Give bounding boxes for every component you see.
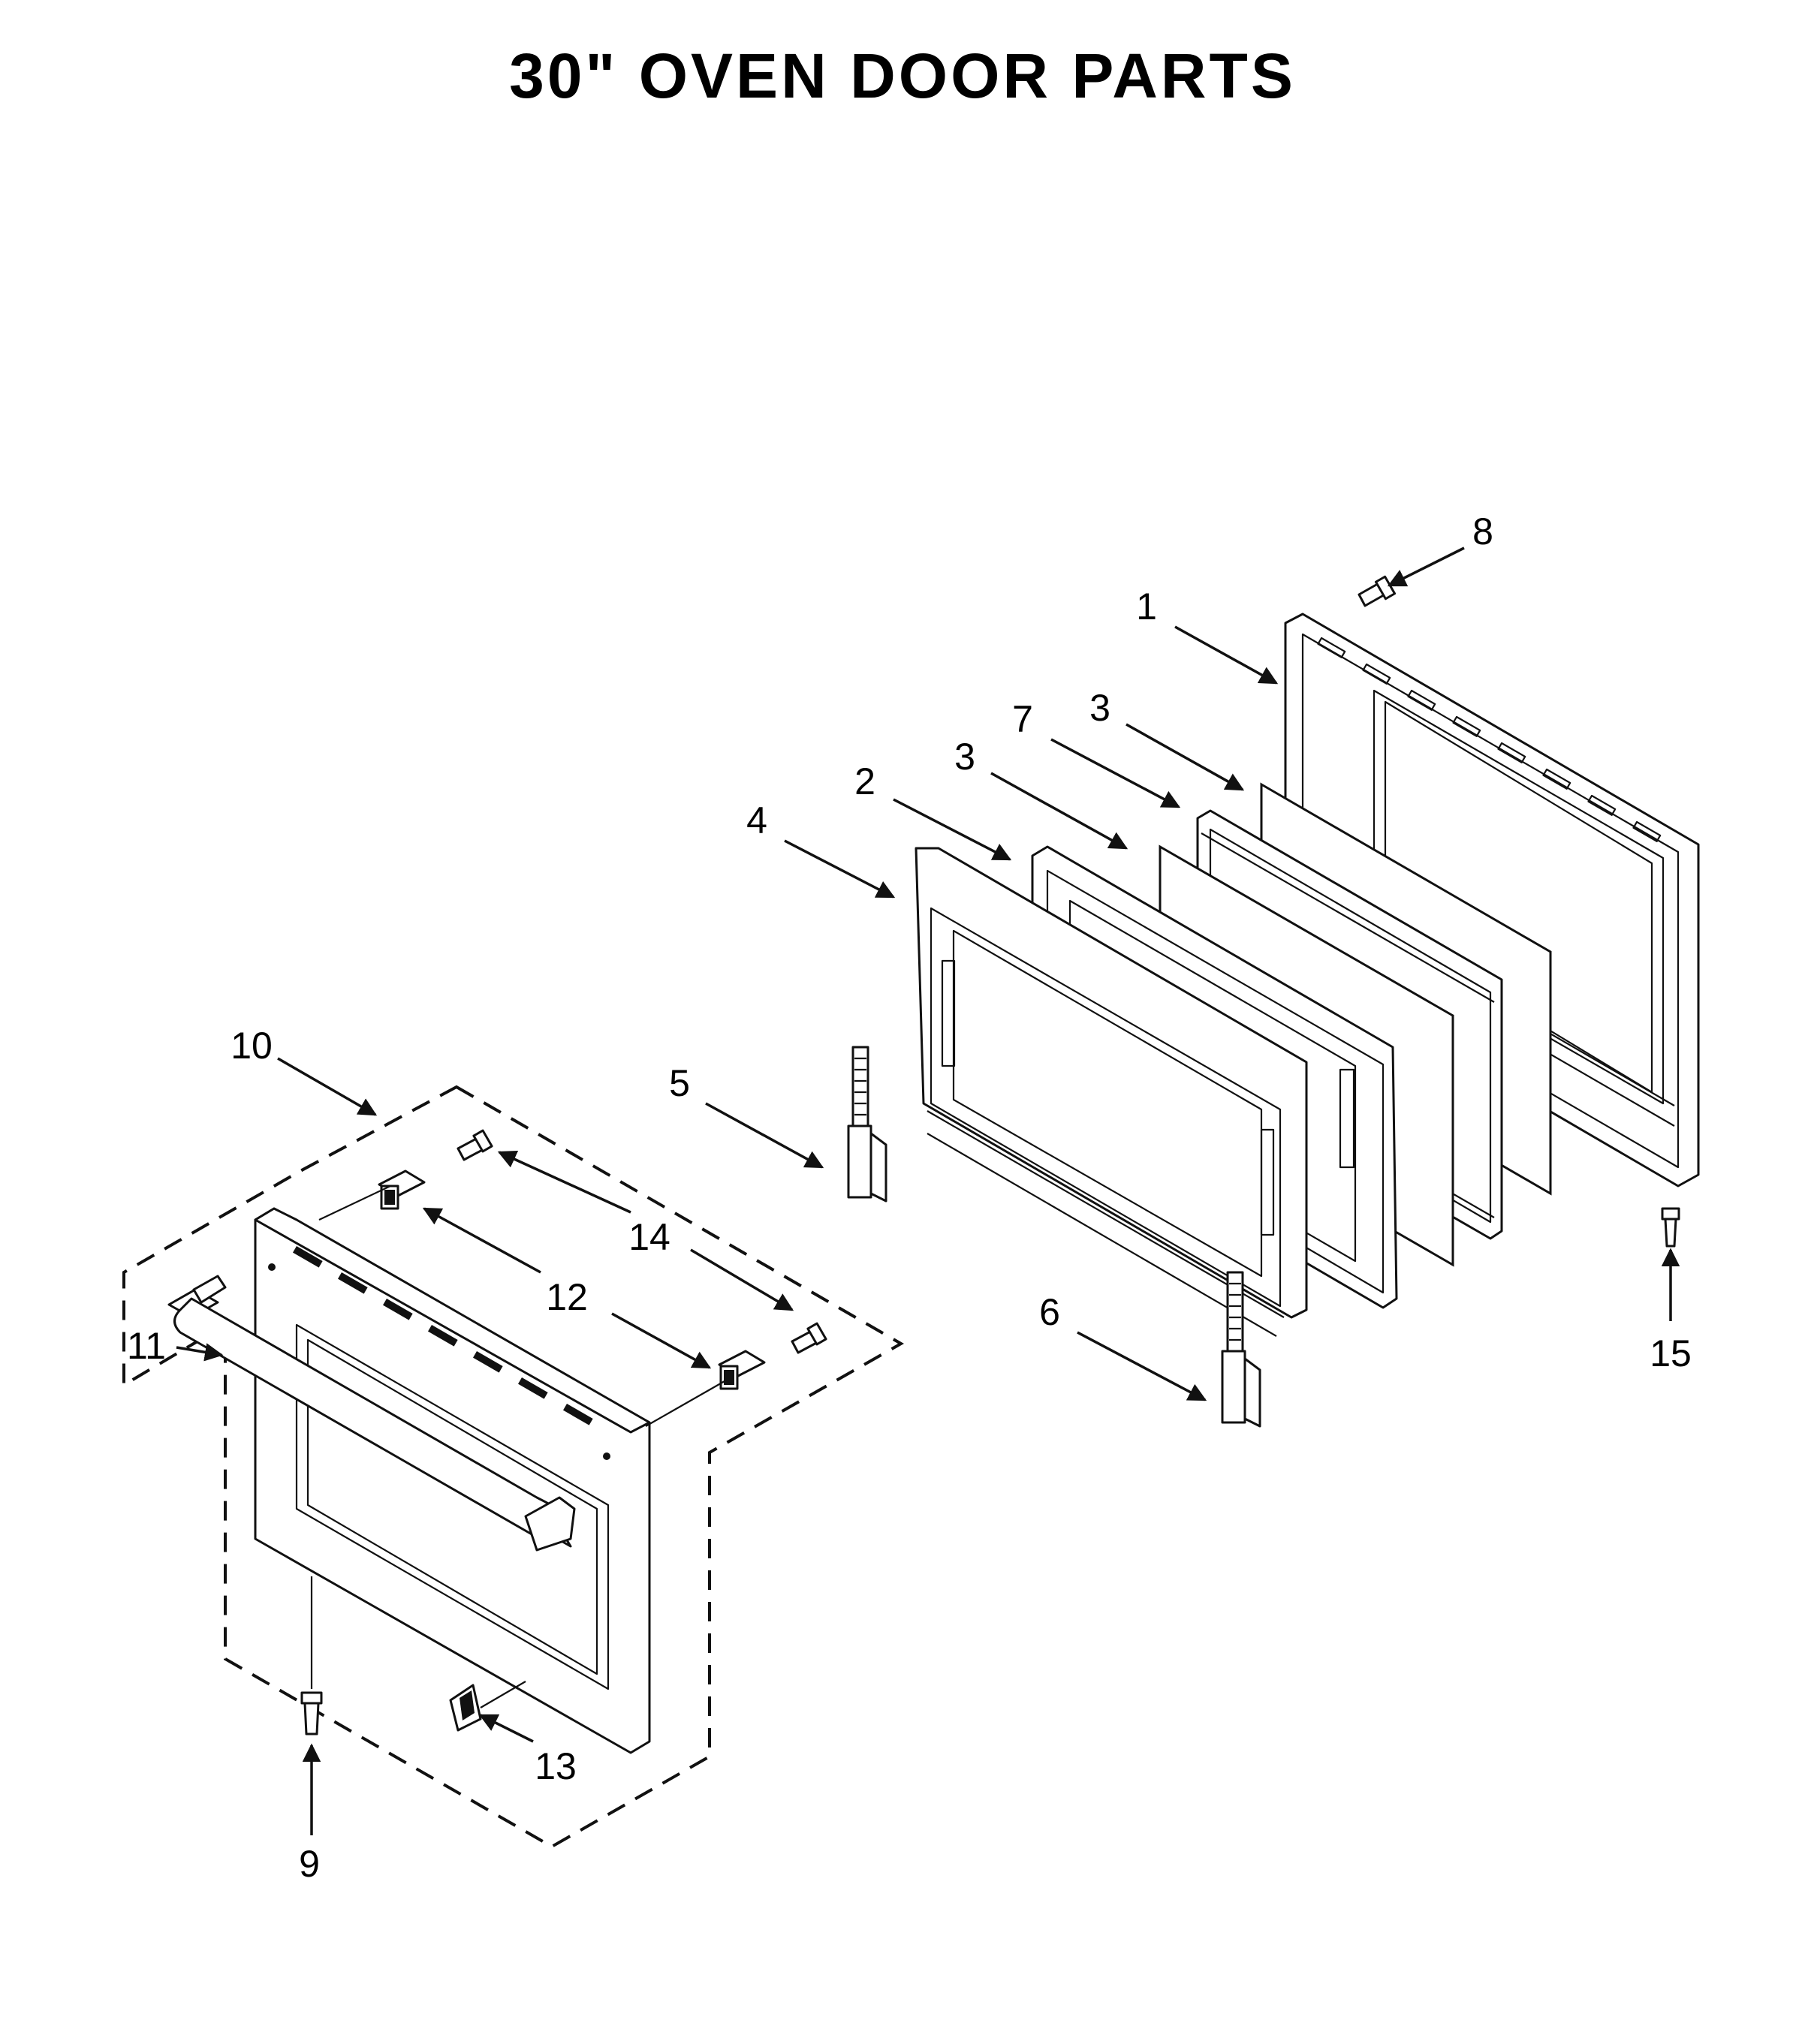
leader-arrow-14b bbox=[690, 1248, 794, 1311]
part-13-clip bbox=[449, 1684, 482, 1732]
leader-arrow-1 bbox=[1174, 625, 1279, 685]
leader-arrow-2 bbox=[893, 798, 1012, 861]
part-11-door-handle bbox=[167, 1275, 576, 1552]
leader-arrow-14a bbox=[497, 1151, 631, 1214]
leader-arrow-8 bbox=[1387, 546, 1465, 587]
callout-10: 10 bbox=[231, 1025, 273, 1067]
callout-14: 14 bbox=[628, 1216, 670, 1258]
part-5-hinge-left bbox=[847, 1046, 887, 1203]
leader-arrow-3b bbox=[1125, 723, 1245, 791]
callout-13: 13 bbox=[535, 1745, 577, 1787]
leader-arrow-13 bbox=[478, 1714, 534, 1743]
callout-7: 7 bbox=[1012, 698, 1033, 740]
part-1-inner-door-liner bbox=[1284, 613, 1700, 1188]
leader-arrow-10 bbox=[277, 1057, 378, 1116]
part-9-screw bbox=[300, 1691, 323, 1735]
leader-arrow-7 bbox=[1050, 738, 1181, 808]
part-4-door-frame bbox=[915, 847, 1308, 1337]
callout-5: 5 bbox=[669, 1062, 690, 1104]
part-10-outer-door-group-outline bbox=[122, 1085, 905, 1849]
callout-3-front: 3 bbox=[954, 736, 975, 778]
leader-arrow-4 bbox=[784, 839, 896, 899]
part-14-screw-lower bbox=[791, 1322, 827, 1354]
part-15-screw bbox=[1661, 1207, 1680, 1248]
part-6-hinge-right bbox=[1221, 1271, 1261, 1428]
callout-8: 8 bbox=[1472, 510, 1493, 552]
leader-arrow-12b bbox=[611, 1312, 712, 1369]
callout-11: 11 bbox=[127, 1325, 166, 1367]
callout-3-rear: 3 bbox=[1089, 687, 1110, 729]
part-12-handle-bracket-upper bbox=[378, 1170, 426, 1210]
callout-6: 6 bbox=[1039, 1291, 1060, 1333]
part-8-screw bbox=[1358, 575, 1397, 607]
part-14-screw-upper bbox=[457, 1129, 493, 1161]
callout-2: 2 bbox=[854, 760, 875, 802]
liner-vent-slots bbox=[1317, 637, 1662, 842]
part-12-handle-bracket-lower bbox=[718, 1350, 766, 1390]
callout-12: 12 bbox=[546, 1276, 588, 1318]
leader-arrow-3a bbox=[990, 772, 1129, 850]
leader-arrow-5 bbox=[705, 1102, 824, 1169]
leader-arrow-12a bbox=[422, 1207, 541, 1274]
page-title: 30" OVEN DOOR PARTS bbox=[509, 41, 1296, 111]
callout-1: 1 bbox=[1136, 586, 1157, 628]
leader-arrow-11 bbox=[176, 1343, 224, 1362]
door-vent-slots bbox=[293, 1246, 593, 1425]
leader-arrow-6 bbox=[1077, 1331, 1207, 1401]
callout-4: 4 bbox=[746, 799, 767, 841]
callout-9: 9 bbox=[299, 1843, 320, 1885]
callout-15: 15 bbox=[1650, 1332, 1692, 1374]
